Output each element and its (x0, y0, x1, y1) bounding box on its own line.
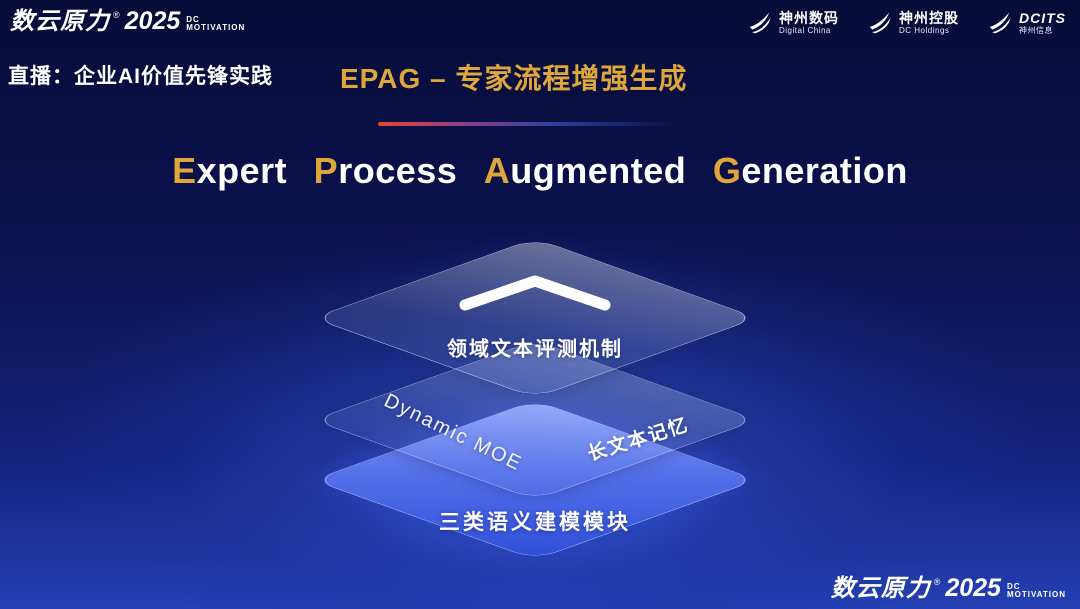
chevron-up-icon (459, 275, 611, 311)
brand-sub-line1: DC (1006, 582, 1021, 591)
brand-sub-line2: MOTIVATION (1006, 590, 1066, 599)
brand-registered-mark: ® (113, 10, 120, 20)
title-word: Expert (172, 150, 288, 191)
partner-text: 神州数码 Digital China (779, 10, 839, 35)
brand-subtitle: DC MOTIVATION (1007, 583, 1066, 601)
brand-year: 2025 (945, 574, 1001, 602)
partner-name: DCITS (1019, 10, 1066, 27)
partner-name: 神州数码 (779, 10, 839, 27)
brand-name: 数云原力 (10, 8, 110, 35)
partner-name: 神州控股 (899, 10, 959, 27)
page-title: Expert Process Augmented Generation (0, 150, 1080, 192)
brand-registered-mark: ® (933, 577, 941, 587)
brand-logo-top: 数云原力 ® 2025 DC MOTIVATION (10, 9, 245, 34)
swoosh-icon (989, 12, 1011, 34)
brand-sub-line1: DC (186, 15, 200, 24)
swoosh-icon (749, 12, 771, 34)
brand-name: 数云原力 (830, 575, 931, 602)
brand-subtitle: DC MOTIVATION (186, 16, 245, 34)
brand-year: 2025 (124, 7, 181, 35)
brand-sub-line2: MOTIVATION (186, 23, 246, 32)
swoosh-icon (869, 12, 891, 34)
gradient-divider (378, 122, 678, 126)
bottom-layer-label: 三类语义建模模块 (439, 511, 631, 534)
partner-logo-dcits: DCITS 神州信息 (987, 10, 1066, 36)
title-word: Generation (712, 150, 908, 191)
top-layer-label: 领域文本评测机制 (447, 338, 623, 361)
partner-text: DCITS 神州信息 (1019, 10, 1066, 35)
partner-logo-dc-holdings: 神州控股 DC Holdings (867, 10, 959, 36)
title-word: Augmented (483, 150, 687, 191)
partner-subtitle: 神州信息 (1019, 26, 1053, 36)
partner-logo-digital-china: 神州数码 Digital China (747, 10, 839, 36)
partner-logos: 神州数码 Digital China 神州控股 DC Holdings DCIT… (747, 10, 1066, 36)
partner-text: 神州控股 DC Holdings (899, 10, 959, 35)
brand-logo-footer: 数云原力 ® 2025 DC MOTIVATION (831, 576, 1066, 601)
live-stream-label: 直播：企业AI价值先锋实践 (8, 65, 273, 88)
slide-title: EPAG – 专家流程增强生成 (340, 63, 688, 94)
partner-subtitle: DC Holdings (899, 26, 950, 36)
partner-subtitle: Digital China (779, 26, 831, 36)
title-word: Process (313, 150, 458, 191)
